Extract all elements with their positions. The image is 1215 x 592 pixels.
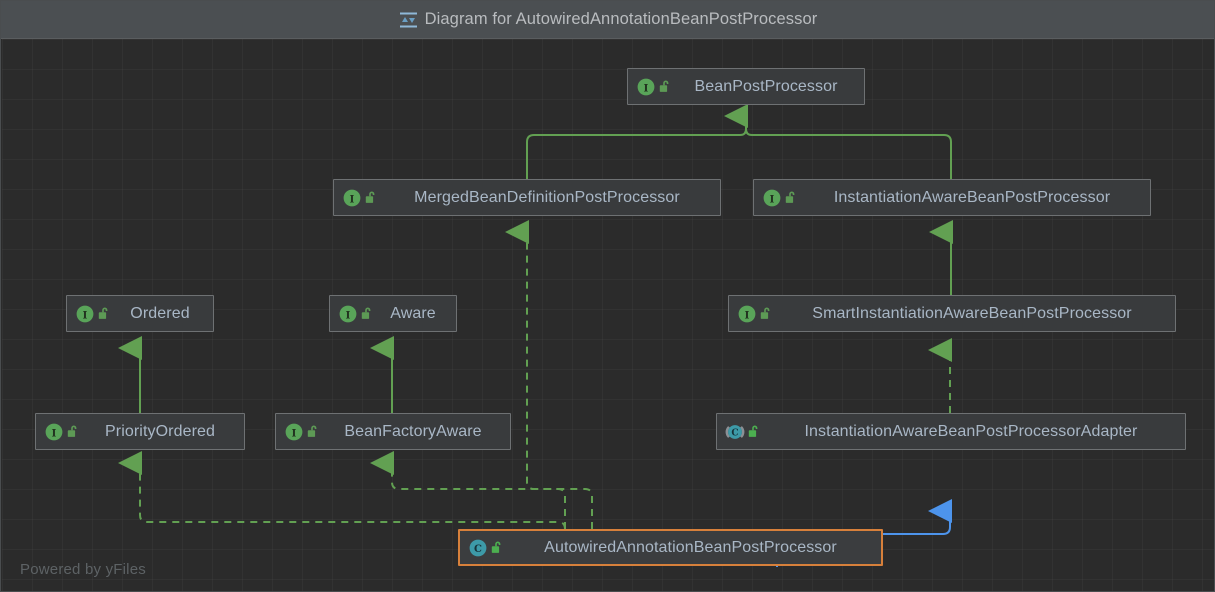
node-Aware[interactable]: I Aware: [329, 295, 457, 332]
node-SmartInstantiationAwareBeanPostProcessor[interactable]: I SmartInstantiationAwareBeanPostProcesso…: [728, 295, 1176, 332]
public-unlocked-icon: [365, 190, 378, 205]
svg-text:I: I: [770, 193, 775, 205]
node-AutowiredAnnotationBeanPostProcessor[interactable]: C AutowiredAnnotationBeanPostProcessor: [458, 529, 883, 566]
public-unlocked-icon: [361, 306, 374, 321]
edge-merged-to-beanpostprocessor: [526, 104, 748, 179]
public-unlocked-icon: [491, 540, 504, 555]
node-label: InstantiationAwareBeanPostProcessorAdapt…: [804, 422, 1138, 440]
node-PriorityOrdered[interactable]: I PriorityOrdered: [35, 413, 245, 450]
svg-text:I: I: [745, 309, 750, 321]
node-label: BeanFactoryAware: [344, 422, 482, 440]
svg-text:I: I: [52, 427, 57, 439]
interface-icon: I: [636, 77, 656, 97]
node-MergedBeanDefinitionPostProcessor[interactable]: I MergedBeanDefinitionPostProcessor: [333, 179, 721, 216]
svg-text:I: I: [350, 193, 355, 205]
class-icon: C: [468, 538, 488, 558]
node-label: InstantiationAwareBeanPostProcessor: [833, 188, 1111, 206]
interface-icon: I: [762, 188, 782, 208]
node-BeanPostProcessor[interactable]: I BeanPostProcessor: [627, 68, 865, 105]
uml-diagram-icon: [399, 12, 417, 28]
window-title: Diagram for AutowiredAnnotationBeanPostP…: [424, 10, 818, 28]
edge-instantiationaware-to-beanpostprocessor: [745, 121, 952, 179]
public-unlocked-icon: [307, 424, 320, 439]
node-InstantiationAwareBeanPostProcessor[interactable]: I InstantiationAwareBeanPostProcessor: [753, 179, 1151, 216]
interface-icon: I: [737, 304, 757, 324]
interface-icon: I: [75, 304, 95, 324]
node-InstantiationAwareBeanPostProcessorAdapter[interactable]: C InstantiationAwareBeanPostProcessorAdap…: [716, 413, 1186, 450]
interface-icon: I: [342, 188, 362, 208]
node-label: MergedBeanDefinitionPostProcessor: [414, 188, 680, 206]
node-label: Ordered: [130, 304, 190, 322]
public-unlocked-icon: [659, 79, 672, 94]
svg-text:I: I: [346, 309, 351, 321]
interface-icon: I: [44, 422, 64, 442]
node-BeanFactoryAware[interactable]: I BeanFactoryAware: [275, 413, 511, 450]
node-label: AutowiredAnnotationBeanPostProcessor: [544, 538, 837, 556]
svg-text:C: C: [474, 544, 482, 555]
node-label: BeanPostProcessor: [694, 77, 838, 95]
public-unlocked-icon: [748, 424, 761, 439]
node-label: PriorityOrdered: [105, 422, 215, 440]
svg-text:I: I: [83, 309, 88, 321]
svg-text:I: I: [292, 427, 297, 439]
public-unlocked-icon: [785, 190, 798, 205]
window-titlebar: Diagram for AutowiredAnnotationBeanPostP…: [1, 1, 1214, 39]
interface-icon: I: [338, 304, 358, 324]
edge-autowired-to-priorityordered: [118, 451, 566, 530]
svg-text:I: I: [644, 82, 649, 94]
public-unlocked-icon: [98, 306, 111, 321]
edge-layer: [118, 104, 953, 567]
public-unlocked-icon: [67, 424, 80, 439]
interface-icon: I: [284, 422, 304, 442]
abstract-class-icon: C: [725, 422, 745, 442]
node-label: SmartInstantiationAwareBeanPostProcessor: [812, 304, 1132, 322]
svg-text:C: C: [731, 427, 738, 438]
node-Ordered[interactable]: I Ordered: [66, 295, 214, 332]
node-label: Aware: [390, 304, 436, 322]
public-unlocked-icon: [760, 306, 773, 321]
yfiles-watermark: Powered by yFiles: [20, 561, 146, 578]
edge-autowired-to-beanfactoryaware: [370, 451, 593, 529]
edge-autowired-to-merged: [505, 220, 566, 529]
